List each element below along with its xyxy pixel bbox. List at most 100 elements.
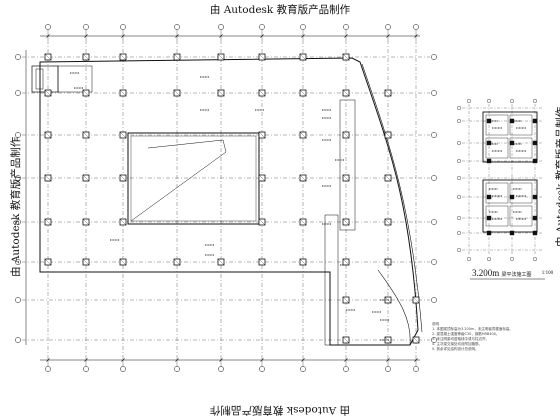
column-hatch [44, 174, 52, 182]
column-hatch [258, 53, 266, 61]
column-hatch [173, 258, 181, 266]
column-hatch [44, 89, 52, 97]
detail-title: 3.200m [472, 268, 500, 278]
column-hatch [82, 53, 90, 61]
watermark-right: 由 Autodesk 教育版产品制作 [555, 106, 560, 247]
grid-bubble-top [343, 24, 349, 30]
column-hatch [342, 53, 350, 61]
grid-bubble-top [174, 24, 180, 30]
detail-grid-bubble [510, 98, 515, 103]
detail-column [532, 158, 538, 164]
grid-bubble-top [120, 24, 126, 30]
column-hatch [44, 131, 52, 139]
column-hatch [217, 258, 225, 266]
column-hatch [342, 131, 350, 139]
column-hatch [299, 131, 307, 139]
column-hatch [44, 53, 52, 61]
detail-column [532, 194, 538, 200]
detail-grid-bubble [457, 215, 462, 220]
notes-line: 4. 主次梁交接处均设附加箍筋。 [432, 342, 482, 346]
grid-bubble-top [83, 24, 89, 30]
column-hatch [217, 53, 225, 61]
detail-column [532, 230, 538, 236]
detail-grid-bubble [533, 257, 538, 262]
notes-line: 1. 本图梁顶标高为3.200m，未注明者同楼面标高。 [432, 327, 513, 331]
column-hatch [119, 131, 127, 139]
atrium-inner-edge [130, 135, 257, 222]
column-hatch [258, 89, 266, 97]
detail-room [509, 137, 533, 159]
detail-grid-bubble [457, 105, 462, 110]
grid-bubble-left [15, 219, 21, 225]
dimension-tick [46, 358, 50, 362]
grid-bubble-left [15, 337, 21, 343]
grid-bubble-right [431, 297, 437, 303]
column-hatch [82, 218, 90, 226]
column-hatch [342, 89, 350, 97]
grid-bubble-top [259, 24, 265, 30]
column-hatch [82, 174, 90, 182]
column-hatch [119, 218, 127, 226]
grid-bubble-bottom [174, 366, 180, 372]
column-hatch [82, 258, 90, 266]
dimension-tick [121, 358, 125, 362]
detail-grid-bubble [467, 257, 472, 262]
column-hatch [44, 258, 52, 266]
column-hatch [384, 174, 392, 182]
column-hatch [217, 89, 225, 97]
dimension-tick [46, 34, 50, 38]
column-hatch [119, 89, 127, 97]
grid-bubble-top [413, 24, 419, 30]
grid-bubble-bottom [385, 366, 391, 372]
curved-ramp-edge [377, 269, 411, 346]
grid-bubble-bottom [83, 366, 89, 372]
grid-bubble-right [431, 337, 437, 343]
column-hatch [82, 89, 90, 97]
detail-grid-bubble [457, 247, 462, 252]
detail-grid-bubble [457, 140, 462, 145]
lift-core [57, 65, 93, 93]
column-hatch [258, 218, 266, 226]
grid-bubble-bottom [300, 366, 306, 372]
dimension-tick [84, 34, 88, 38]
detail-column [486, 118, 492, 124]
column-hatch [258, 131, 266, 139]
grid-bubble-right [431, 219, 437, 225]
detail-grid-bubble [457, 194, 462, 199]
grid-bubble-right [431, 132, 437, 138]
detail-grid-bubble [457, 230, 462, 235]
detail-grid-bubble [487, 98, 492, 103]
column-hatch [299, 89, 307, 97]
column-hatch [342, 218, 350, 226]
detail-grid-bubble [487, 257, 492, 262]
notes-line: 3. 未注明梁均居轴线中或与柱边齐。 [432, 337, 489, 341]
column-hatch [44, 218, 52, 226]
detail-column [509, 194, 515, 200]
detail-grid-bubble [533, 98, 538, 103]
main-floor-plan [15, 24, 437, 372]
detail-column [486, 194, 492, 200]
detail-column [509, 230, 515, 236]
dimension-tick [414, 358, 418, 362]
dimension-tick [414, 34, 418, 38]
detail-column [509, 118, 515, 124]
dimension-tick [175, 34, 179, 38]
building-outline [39, 57, 419, 346]
detail-caption: 3.200m 梁平法施工图 1:100 [472, 268, 553, 278]
grid-bubble-right [431, 90, 437, 96]
detail-grid-bubble [510, 257, 515, 262]
grid-bubble-top [300, 24, 306, 30]
stair-core-inner [35, 68, 44, 90]
column-hatch [412, 296, 420, 304]
column-hatch [299, 53, 307, 61]
beam-band [339, 99, 356, 231]
grid-bubble-bottom [120, 366, 126, 372]
detail-column [486, 230, 492, 236]
column-hatch [384, 218, 392, 226]
grid-bubble-left [15, 175, 21, 181]
detail-column [486, 140, 492, 146]
dimension-tick [84, 358, 88, 362]
column-hatch [258, 258, 266, 266]
grid-bubble-left [15, 297, 21, 303]
dimension-tick [175, 358, 179, 362]
